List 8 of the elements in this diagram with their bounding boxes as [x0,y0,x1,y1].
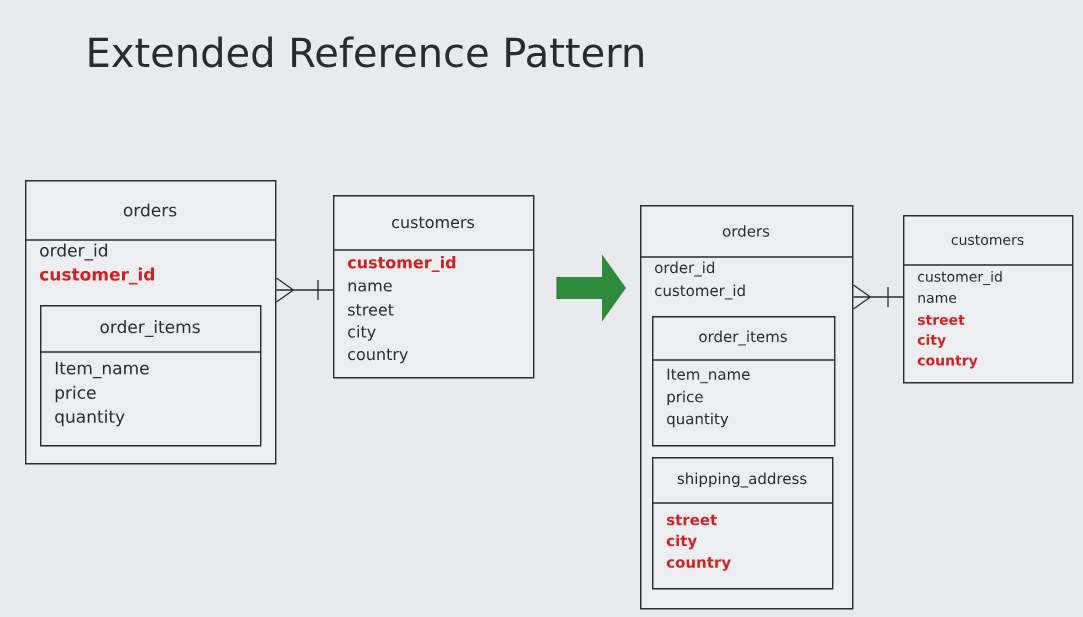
table-box: order_items Item_name price quantity [39,305,262,447]
table-box: shipping_address street city country [651,457,834,590]
connector [275,277,334,303]
title: Extended Reference Pattern [89,36,643,68]
connector [852,284,904,310]
table-box: order_items Item_name price quantity [651,316,836,447]
table-box: customers customer_id name street city country [902,215,1074,384]
table-box: customers customer_id name street city country [332,195,535,379]
